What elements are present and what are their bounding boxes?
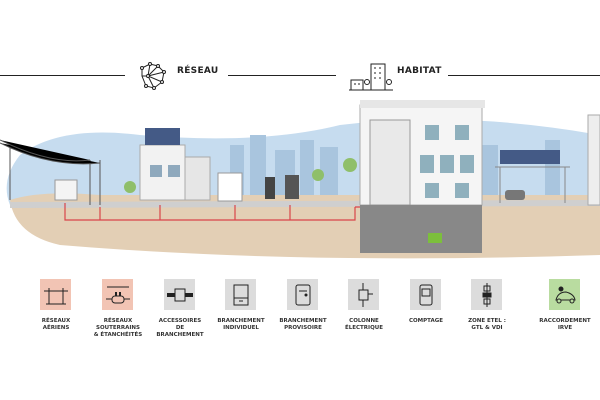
label-line: ACCESSOIRES xyxy=(158,318,202,324)
label-line: SOUTERRAINS xyxy=(96,325,140,331)
legend-label: ZONE ETEL :GTL & VDI xyxy=(452,318,522,332)
legend-tile-reseaux-souterrains xyxy=(102,279,133,310)
legend-tile-colonne-electrique xyxy=(348,279,379,310)
network-icon xyxy=(140,62,166,90)
label-line: AÉRIENS xyxy=(42,325,70,331)
label-line: BRANCHEMENT xyxy=(156,332,204,338)
legend-tile-accessoires xyxy=(164,279,195,310)
label-line: IRVE xyxy=(557,325,573,331)
legend-label: COMPTAGE xyxy=(391,318,461,325)
legend-tile-zone-etel xyxy=(471,279,502,310)
legend-tile-reseaux-aeriens xyxy=(40,279,71,310)
underground-network-icon xyxy=(105,286,130,303)
label-line: INDIVIDUEL xyxy=(223,325,259,331)
overhead-lines-icon xyxy=(43,287,68,304)
legend-tile-branchement-individuel xyxy=(225,279,256,310)
temporary-box-icon xyxy=(295,284,310,305)
ev-charging-icon xyxy=(554,286,576,303)
gtl-icon xyxy=(482,282,491,307)
label-line: COMPTAGE xyxy=(408,318,444,324)
label-line: RACCORDEMENT xyxy=(539,318,591,324)
divider xyxy=(448,75,600,76)
network-habitat-illustration xyxy=(0,100,600,259)
label-line: RÉSEAUX xyxy=(41,318,71,324)
label-line: COLONNE xyxy=(349,318,379,324)
legend-tile-branchement-provisoire xyxy=(287,279,318,310)
cable-joint-icon xyxy=(166,288,193,301)
label-line: ZONE ETEL : xyxy=(468,318,506,324)
section-title-habitat: HABITAT xyxy=(397,66,442,76)
overhead-lines xyxy=(0,139,101,205)
building-icon xyxy=(349,63,393,91)
cabinet-icon xyxy=(233,284,248,305)
section-title-reseau: RÉSEAU xyxy=(177,66,219,76)
legend-tile-comptage xyxy=(410,279,441,310)
legend-tile-raccordement-irve xyxy=(549,279,580,310)
label-line: PROVISOIRE xyxy=(284,325,322,331)
label-line: BRANCHEMENT xyxy=(279,318,327,324)
label-line: ÉLECTRIQUE xyxy=(345,325,383,331)
divider xyxy=(228,75,336,76)
label-line: DE xyxy=(175,325,185,331)
electrical-column-icon xyxy=(358,282,373,307)
meter-icon xyxy=(419,284,432,305)
label-line: & ÉTANCHÉITÉS xyxy=(93,332,143,338)
label-line: GTL & VDI xyxy=(471,325,503,331)
label-line: RÉSEAUX xyxy=(103,318,133,324)
label-line: BRANCHEMENT xyxy=(217,318,265,324)
divider xyxy=(0,75,125,76)
